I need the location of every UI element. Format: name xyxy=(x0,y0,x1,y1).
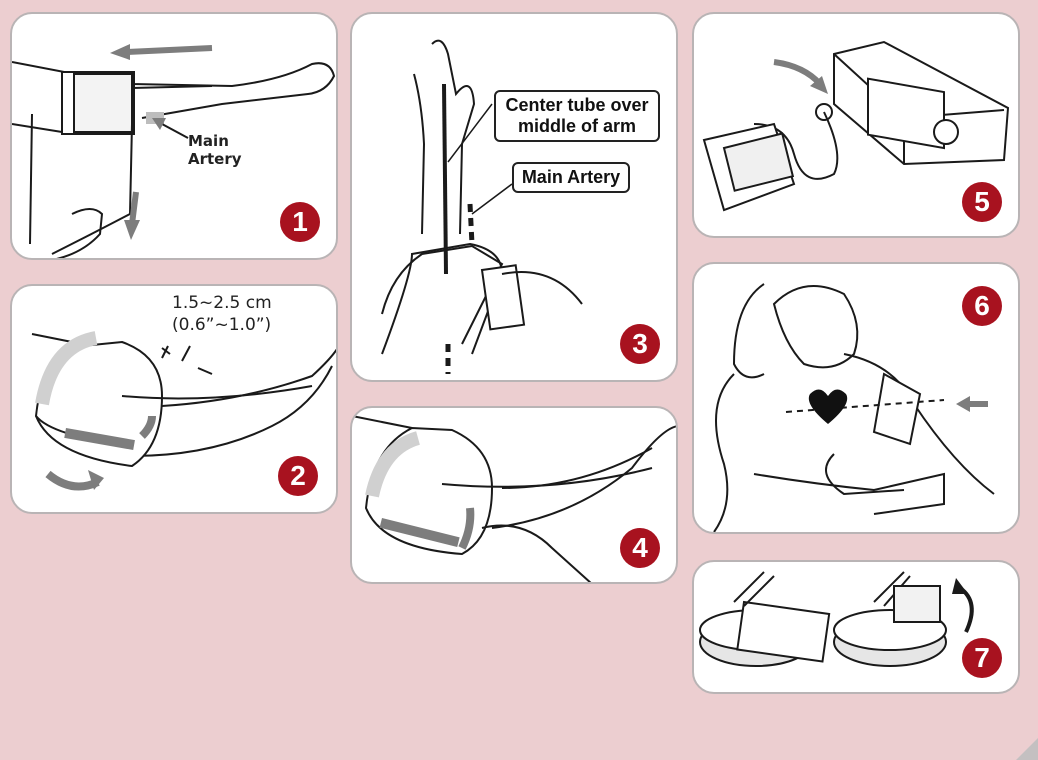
step-2-badge: 2 xyxy=(278,456,318,496)
step-7-badge: 7 xyxy=(962,638,1002,678)
step-6-badge: 6 xyxy=(962,286,1002,326)
step-4-panel: 4 xyxy=(350,406,678,584)
step-4-badge: 4 xyxy=(620,528,660,568)
step-5-badge: 5 xyxy=(962,182,1002,222)
main-artery-label: Main Artery xyxy=(188,132,242,168)
arrow-down-icon xyxy=(132,192,136,224)
main-artery-callout: Main Artery xyxy=(512,162,630,193)
rotate-arrow-icon xyxy=(960,588,972,632)
measure-label: 1.5~2.5 cm (0.6”~1.0”) xyxy=(172,292,272,336)
heart-icon xyxy=(809,389,847,424)
page-corner xyxy=(1016,738,1038,760)
step-5-panel: 5 xyxy=(692,12,1020,238)
measure-cm: 1.5~2.5 cm xyxy=(172,292,272,314)
step-3-panel: Center tube over middle of arm Main Arte… xyxy=(350,12,678,382)
step-3-badge: 3 xyxy=(620,324,660,364)
step-1-badge: 1 xyxy=(280,202,320,242)
arrow-left-icon xyxy=(127,48,212,52)
step-6-panel: 6 xyxy=(692,262,1020,534)
monitor-device-icon xyxy=(816,42,1008,164)
center-tube-callout: Center tube over middle of arm xyxy=(494,90,660,142)
step-7-panel: 7 xyxy=(692,560,1020,694)
arrow-right-icon xyxy=(774,62,820,84)
step-2-panel: 1.5~2.5 cm (0.6”~1.0”) 2 xyxy=(10,284,338,514)
measure-inch: (0.6”~1.0”) xyxy=(172,314,272,336)
step-1-panel: Main Artery 1 xyxy=(10,12,338,260)
